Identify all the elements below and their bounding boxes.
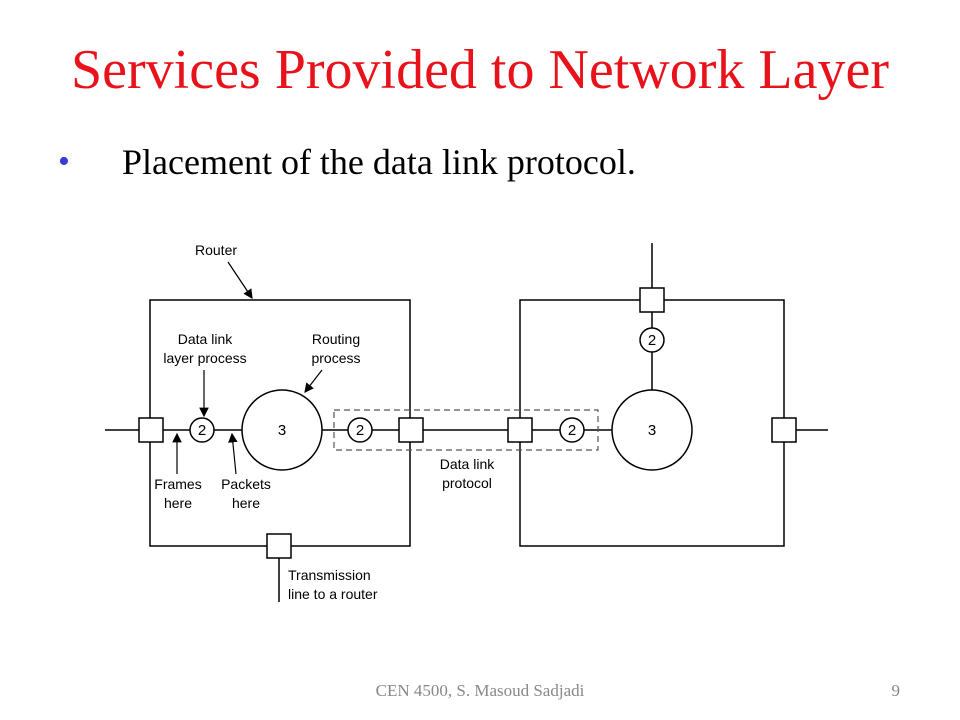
layer2-number: 2 [648, 332, 656, 349]
routing-process-label: Routing [312, 331, 360, 347]
layer2-number: 2 [198, 422, 206, 439]
transmission-label: Transmission [288, 567, 371, 583]
layer2-circle [639, 327, 665, 353]
interface-square [771, 417, 797, 443]
layer3-number: 3 [278, 422, 286, 439]
layer2-number: 2 [568, 422, 576, 439]
packets-label: here [232, 495, 260, 511]
dl-process-label: layer process [163, 350, 246, 366]
packets-arrow [228, 432, 238, 475]
dl-process-label: Data link [178, 331, 233, 347]
interface-square [507, 417, 533, 443]
transmission-label: line to a router [288, 586, 378, 602]
footer-author: CEN 4500, S. Masoud Sadjadi [375, 681, 585, 700]
routing-process-circle [241, 389, 323, 471]
frames-label: Frames [154, 476, 201, 492]
layer2-number: 2 [356, 422, 364, 439]
routing-process-arrow [304, 369, 323, 393]
interface-square [639, 287, 665, 313]
page-number: 9 [891, 681, 901, 700]
slide-title: Services Provided to Network Layer [71, 39, 889, 101]
layer3-number: 3 [648, 422, 656, 439]
interface-square [138, 417, 164, 443]
layer2-circle [559, 417, 585, 443]
packets-label: Packets [221, 476, 271, 492]
bullet-dot: • [58, 143, 70, 180]
router-arrow [227, 261, 253, 299]
interface-square [398, 417, 424, 443]
frames-label: here [164, 495, 192, 511]
bullet-text: Placement of the data link protocol. [122, 142, 636, 182]
routing-process-label: process [311, 350, 360, 366]
routing-process-circle [611, 389, 693, 471]
protocol-label: Data link [440, 456, 495, 472]
interface-square [266, 533, 292, 559]
data-link-protocol-box [333, 409, 599, 451]
protocol-label: protocol [442, 475, 492, 491]
router-label: Router [195, 242, 237, 258]
layer2-circle [189, 417, 215, 443]
layer2-circle [347, 417, 373, 443]
